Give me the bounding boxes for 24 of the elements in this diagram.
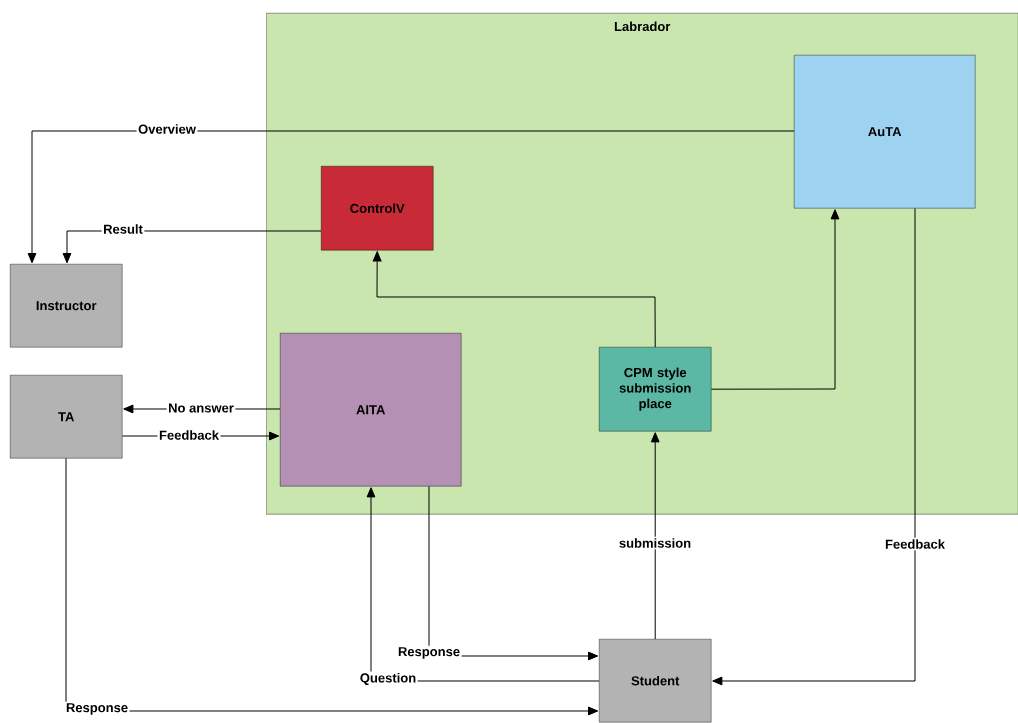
actor-box: Instructor	[10, 264, 123, 348]
edge-label: submission	[617, 536, 693, 550]
arrow	[712, 207, 916, 686]
edge-label: Response	[64, 701, 130, 717]
arrow	[65, 457, 599, 716]
component-box: CPM style submission place	[599, 347, 712, 432]
arrow	[428, 485, 599, 661]
edge-label: Feedback	[157, 428, 221, 442]
component-box: ControlV	[321, 166, 434, 251]
arrow	[650, 432, 660, 640]
arrow	[710, 209, 840, 390]
actor-box: Student	[599, 639, 712, 723]
actor-box: TA	[10, 375, 123, 459]
arrow	[27, 130, 795, 264]
edge-label: Result	[101, 222, 145, 236]
arrow	[372, 251, 656, 348]
edge-label: Question	[358, 671, 418, 687]
arrow	[366, 487, 600, 682]
component-box: AITA	[280, 333, 462, 487]
component-box: AuTA	[794, 55, 976, 209]
edge-label: Feedback	[883, 537, 947, 551]
edge-label: Overview	[136, 122, 198, 136]
edge-label: Response	[396, 645, 462, 661]
edge-label: No answer	[166, 401, 236, 415]
